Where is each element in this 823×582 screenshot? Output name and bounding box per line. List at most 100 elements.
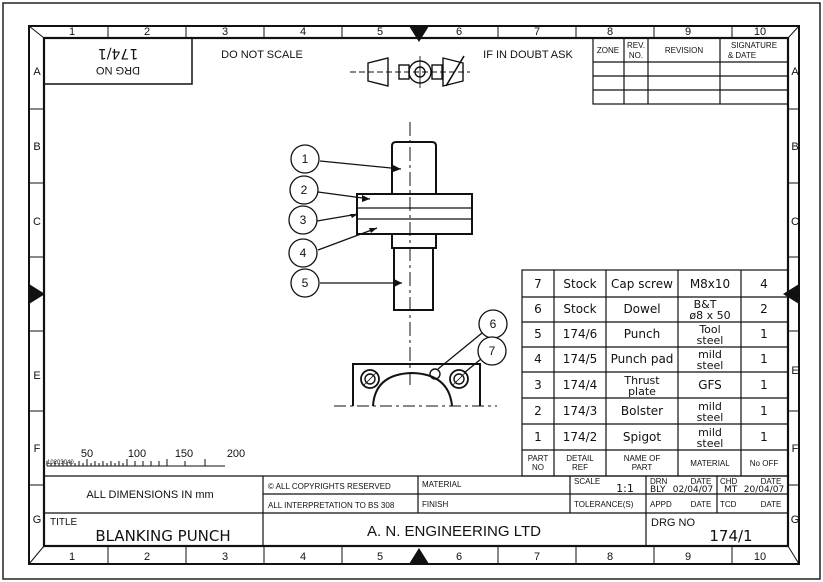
outer-frame: [28, 25, 800, 565]
tcd-date-label: DATE: [761, 500, 782, 509]
part-3-no: 3: [534, 378, 542, 392]
part-5-material-2: steel: [697, 334, 724, 347]
title-label: TITLE: [50, 517, 78, 528]
part-5-no: 5: [534, 327, 542, 341]
company-name: A. N. ENGINEERING LTD: [367, 523, 541, 540]
drg-no-top-value: 174/1: [98, 45, 138, 61]
scale-bar-small-labels: 10203040: [47, 460, 74, 466]
part-4-name: Punch pad: [611, 352, 674, 366]
part-4-qty: 1: [760, 352, 768, 366]
col-label-bottom-10: 10: [754, 551, 766, 563]
scale-label-100: 100: [128, 448, 146, 460]
col-label-2: 2: [144, 26, 150, 38]
column-ticks: [107, 26, 733, 564]
finish-label: FINISH: [422, 500, 448, 509]
part-4-no: 4: [534, 352, 542, 366]
chd-date: 20/04/07: [744, 485, 784, 495]
header-qty: No OFF: [750, 459, 779, 468]
balloon-7: [477, 336, 507, 366]
if-in-doubt-text: IF IN DOUBT ASK: [483, 49, 573, 61]
balloon-6-label: 6: [490, 317, 497, 331]
projection-symbol-icon: [350, 55, 470, 88]
balloon-1: [290, 144, 320, 174]
balloon-3: [288, 205, 318, 235]
scale-label: SCALE: [574, 477, 600, 486]
part-2-ref: 174/3: [563, 404, 598, 418]
drn-label: DRN: [650, 477, 668, 486]
part-4-material: mild: [698, 348, 722, 361]
part-3-qty: 1: [760, 378, 768, 392]
parts-list-table: [521, 269, 789, 477]
header-name-1: NAME OF: [624, 454, 661, 463]
row-ticks: [29, 108, 799, 486]
part-3-ref: 174/4: [563, 378, 598, 392]
row-label-F: F: [34, 443, 41, 455]
part-6-name: Dowel: [623, 302, 660, 316]
row-label-B: B: [33, 141, 40, 153]
balloon-4-label: 4: [300, 246, 307, 260]
scale-label-150: 150: [175, 448, 193, 460]
part-4-ref: 174/5: [563, 352, 598, 366]
rev-no-header-1: REV.: [627, 41, 645, 50]
part-5-material: Tool: [698, 323, 720, 336]
scale-label-50: 50: [81, 448, 93, 460]
balloon-2: [289, 175, 319, 205]
col-label-bottom-5: 5: [377, 551, 383, 563]
bottom-centering-arrow: [409, 548, 429, 564]
revision-header: REVISION: [665, 46, 703, 55]
part-5-qty: 1: [760, 327, 768, 341]
col-label-bottom-3: 3: [222, 551, 228, 563]
signature-header-1: SIGNATURE: [731, 41, 777, 50]
part-5-ref: 174/6: [563, 327, 598, 341]
drg-no-top-label: DRG NO: [96, 64, 140, 76]
header-part-1: PART: [528, 454, 549, 463]
header-name-2: PART: [632, 463, 653, 472]
col-label-6: 6: [456, 26, 462, 38]
col-label-7: 7: [534, 26, 540, 38]
drn-date: 02/04/07: [673, 485, 713, 495]
part-3-name: Thrust: [623, 374, 660, 387]
part-7-no: 7: [534, 277, 542, 291]
part-2-no: 2: [534, 404, 542, 418]
part-1-no: 1: [534, 430, 542, 444]
chd-by: MT: [724, 485, 738, 495]
col-label-bottom-1: 1: [69, 551, 75, 563]
part-6-material: B&T: [694, 298, 717, 311]
part-6-no: 6: [534, 302, 542, 316]
col-label-10: 10: [754, 26, 766, 38]
part-2-name: Bolster: [621, 404, 663, 418]
revision-table: [592, 37, 789, 105]
rev-zone-header: ZONE: [597, 46, 619, 55]
top-centering-arrow: [409, 26, 429, 42]
part-3-material: GFS: [698, 378, 722, 392]
balloon-2-label: 2: [301, 183, 308, 197]
header-material: MATERIAL: [690, 459, 730, 468]
part-1-qty: 1: [760, 430, 768, 444]
part-1-material: mild: [698, 426, 722, 439]
scale-value: 1:1: [616, 482, 634, 495]
drawing-title: BLANKING PUNCH: [95, 527, 230, 545]
part-7-material: M8x10: [690, 277, 730, 291]
part-3-name-2: plate: [628, 385, 656, 398]
col-label-8: 8: [607, 26, 613, 38]
tcd-label: TCD: [720, 500, 737, 509]
col-label-bottom-6: 6: [456, 551, 462, 563]
header-part-2: NO: [532, 463, 544, 472]
part-6-ref: Stock: [563, 302, 596, 316]
row-label-G: G: [33, 514, 42, 526]
signature-header-2: & DATE: [728, 51, 756, 60]
appd-date-label: DATE: [691, 500, 712, 509]
right-centering-arrow: [783, 284, 799, 304]
left-centering-arrow: [29, 284, 45, 304]
col-label-1: 1: [69, 26, 75, 38]
col-label-bottom-9: 9: [685, 551, 691, 563]
row-label-right-A: A: [791, 66, 799, 78]
balloon-7-label: 7: [489, 344, 496, 358]
part-6-material-2: ø8 x 50: [689, 309, 730, 322]
row-label-A: A: [33, 66, 41, 78]
row-label-right-F: F: [792, 443, 799, 455]
part-2-material-2: steel: [697, 411, 724, 424]
chd-date-label: DATE: [761, 477, 782, 486]
drg-no-label: DRG NO: [651, 517, 695, 529]
